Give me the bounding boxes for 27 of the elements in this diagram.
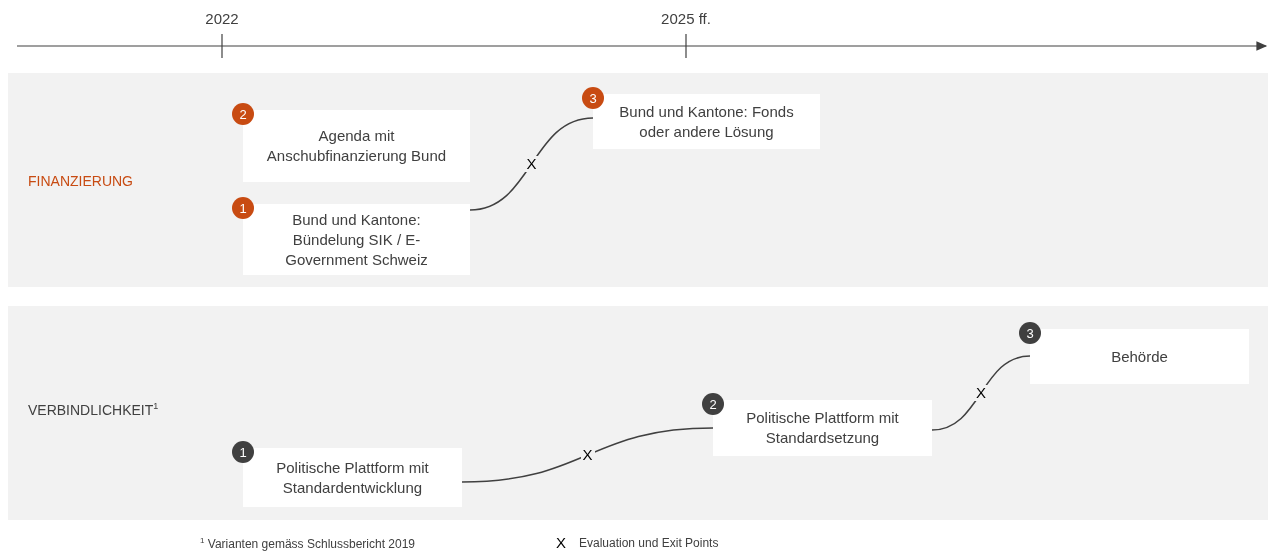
step-number-badge: 2: [702, 393, 724, 415]
exit-point-mark: X: [580, 447, 595, 463]
year-label: 2022: [205, 10, 239, 27]
lane-title: VERBINDLICHKEIT$^{1}$: [28, 401, 159, 418]
step-number-badge: 1: [232, 441, 254, 463]
step-text: Politische Plattform mit Standardsetzung: [745, 408, 900, 448]
step-text: Agenda mit Anschubfinanzierung Bund: [265, 126, 448, 166]
step-text: Bund und Kantone: Bündelung SIK / E-Government Schweiz: [284, 209, 429, 270]
lane-band: [8, 306, 1268, 520]
connector-curve: [461, 427, 714, 483]
step-text: Bund und Kantone: Fonds oder andere Lösung: [618, 101, 795, 142]
step-text: Behörde: [1111, 346, 1168, 367]
footnote: $^{1}$ Varianten gemäss Schlussbericht 2019: [200, 536, 415, 551]
step-number-badge: 3: [582, 87, 604, 109]
legend-sample: X: [556, 534, 566, 551]
connector-curve: [469, 117, 594, 211]
exit-point-mark: X: [974, 385, 988, 401]
lane-band: [8, 73, 1268, 287]
exit-point-mark: X: [524, 156, 539, 172]
step-number-badge: 2: [232, 103, 254, 125]
connector-curve: [931, 355, 1031, 431]
lane-title: FINANZIERUNG: [28, 173, 133, 189]
year-label: 2025 ff.: [661, 10, 711, 27]
step-number-badge: 3: [1019, 322, 1041, 344]
step-text: Politische Plattform mit Standardentwicklung: [275, 457, 430, 498]
step-number-badge: 1: [232, 197, 254, 219]
legend-text: Evaluation und Exit Points: [579, 536, 719, 550]
